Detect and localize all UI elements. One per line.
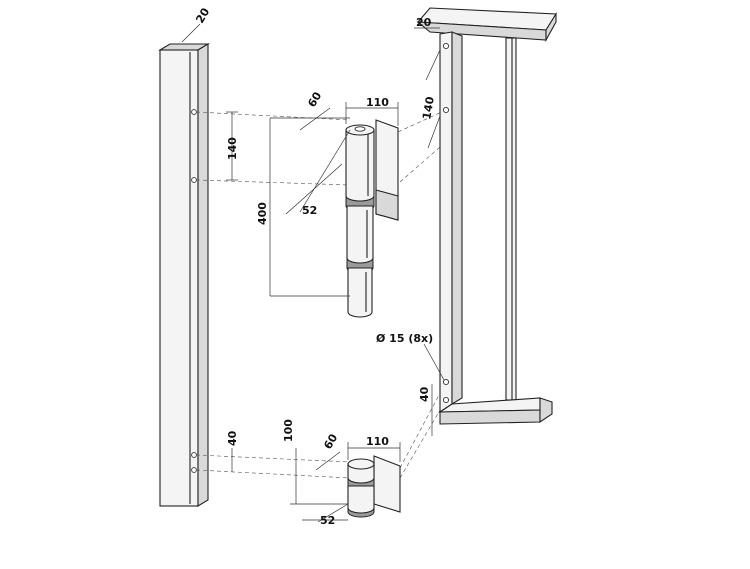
frame-guide-lines: [397, 109, 449, 479]
lower-hinge-height-label: 100: [282, 419, 295, 442]
upper-hinge-width-label: 110: [366, 96, 389, 109]
lower-hinge-width-dimension: 110: [347, 435, 401, 462]
hole-diameter-callout: Ø 15 (8x): [376, 332, 445, 381]
frame-hole: [442, 106, 450, 114]
upper-hinge-offset-dimension: 52: [285, 129, 351, 217]
post-width-label: 20: [193, 5, 212, 25]
post-bottom-dimension: 40: [226, 430, 239, 472]
frame-width-label: 20: [416, 16, 432, 29]
frame-bottom-label: 40: [418, 386, 431, 402]
frame-hole: [442, 396, 450, 404]
upper-hinge: [345, 119, 399, 318]
post-hole: [191, 467, 197, 473]
post-hole: [191, 177, 197, 183]
post-spacing-label: 140: [226, 137, 239, 160]
post-guide-lines: [195, 111, 351, 479]
hole-diameter-label: Ø 15 (8x): [376, 332, 433, 345]
lower-hinge-height-dimension: 100: [282, 419, 348, 505]
post-hole: [191, 109, 197, 115]
lower-hinge-depth-label: 60: [321, 431, 340, 451]
upper-hinge-depth-dimension: 60: [299, 89, 331, 131]
frame-spacing-label: 140: [420, 95, 437, 120]
frame-width-dimension: 20: [414, 16, 440, 29]
frame-inner-bar: [505, 37, 517, 401]
lower-hinge-width-label: 110: [366, 435, 389, 448]
frame-left-upright: [439, 31, 453, 414]
lower-hinge-offset-dimension: 52: [302, 503, 349, 527]
lower-hinge-depth-dimension: 60: [315, 431, 340, 471]
frame-bottom-dimension: 40: [418, 384, 433, 436]
frame-hole: [442, 378, 450, 386]
post-hole: [191, 452, 197, 458]
post-side-face: [197, 43, 209, 507]
upper-hinge-barrel: [345, 129, 375, 202]
upper-hinge-length-label: 400: [256, 202, 269, 225]
upper-hinge-length-dimension: 400: [256, 117, 350, 297]
post-spacing-dimension: 140: [226, 111, 239, 181]
gate-frame: [416, 7, 557, 425]
lower-hinge: [347, 455, 401, 518]
post-front-face: [159, 49, 199, 507]
post-bottom-label: 40: [226, 430, 239, 446]
frame-spacing-dimension: 140: [420, 49, 441, 149]
lower-hinge-plate: [373, 455, 401, 513]
upper-hinge-depth-label: 60: [305, 89, 324, 109]
gate-post: [158, 43, 210, 507]
frame-hole: [442, 42, 450, 50]
lower-hinge-offset-label: 52: [320, 514, 335, 527]
post-width-dimension: 20: [181, 5, 212, 43]
upper-hinge-offset-label: 52: [302, 204, 317, 217]
upper-hinge-width-dimension: 110: [345, 96, 399, 126]
